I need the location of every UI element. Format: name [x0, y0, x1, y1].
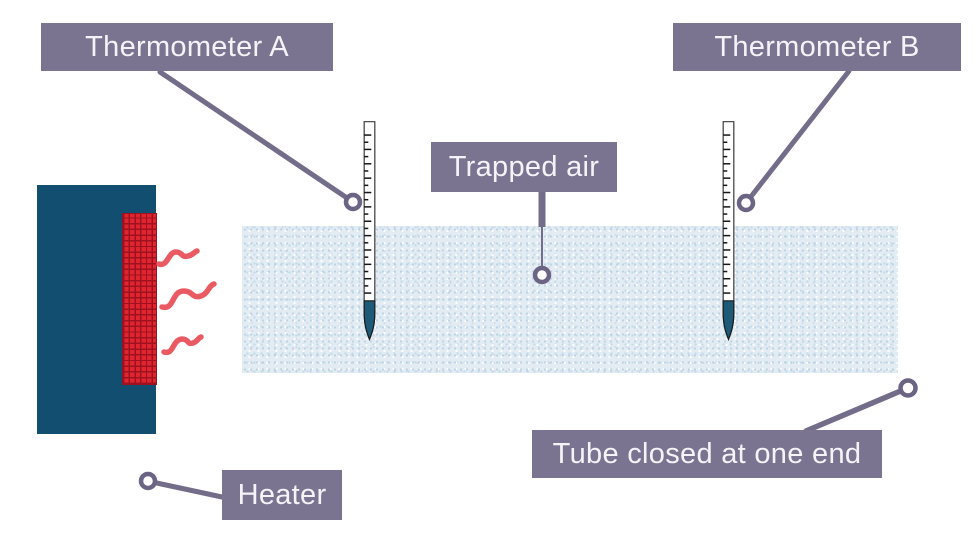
leader-line-heater	[149, 479, 225, 500]
heater-label: Heater	[222, 470, 342, 520]
heat-wave-icon	[161, 334, 204, 356]
leader-dot-heater	[138, 471, 158, 491]
thermometer-b	[722, 121, 735, 341]
trapped-air-label: Trapped air	[431, 142, 617, 192]
heat-wave-icon	[159, 281, 217, 310]
thermometer-a	[363, 121, 376, 341]
leader-line-thermometer-a	[157, 69, 356, 205]
leader-dot-thermometer-a	[343, 192, 363, 212]
heater-element-grid	[122, 213, 157, 385]
leader-dot-thermometer-b	[736, 193, 756, 213]
leader-line-thermometer-b	[743, 68, 852, 206]
tube	[242, 226, 898, 373]
leader-dot-trapped-air	[532, 265, 552, 285]
thermometer-b-label: Thermometer B	[673, 23, 961, 71]
tube-closed-label: Tube closed at one end	[532, 430, 882, 478]
thermometer-bulb	[363, 300, 376, 341]
leader-dot-tube-closed	[898, 378, 918, 398]
thermometer-scale	[723, 134, 731, 294]
heat-wave-icon	[156, 248, 200, 268]
leader-line-tube-closed	[803, 387, 906, 434]
thermometer-a-label: Thermometer A	[41, 23, 333, 71]
thermometer-scale	[364, 134, 372, 294]
thermometer-bulb	[722, 300, 735, 341]
